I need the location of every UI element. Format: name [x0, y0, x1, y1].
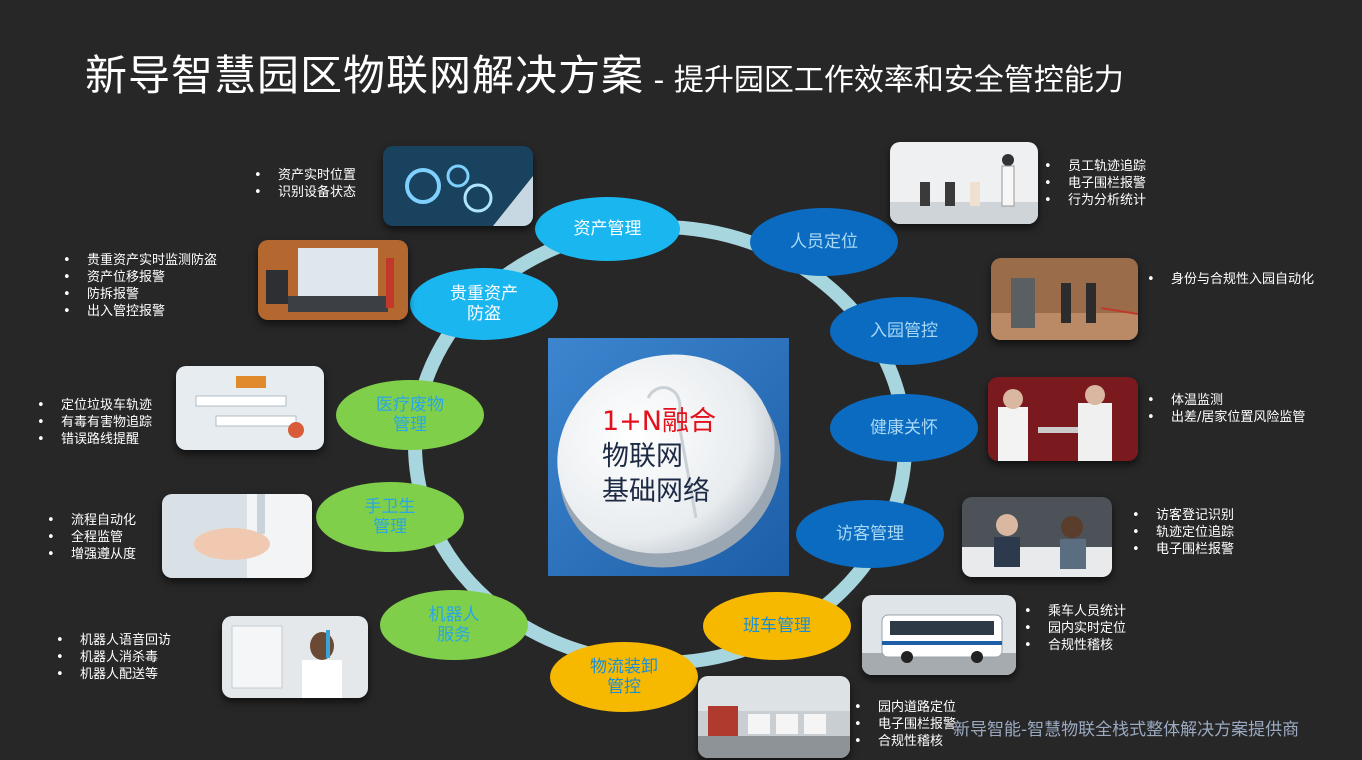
- list-item: 贵重资产实时监测防盗: [63, 252, 217, 269]
- entry-gate-photo: [991, 258, 1138, 340]
- node-personnel-location[interactable]: 人员定位: [750, 208, 898, 276]
- node-logistics-label-1: 物流装卸: [590, 657, 658, 677]
- title-main: 新导智慧园区物联网解决方案: [85, 51, 645, 100]
- valuable-bullets: 贵重资产实时监测防盗 资产位移报警 防拆报警 出入管控报警: [63, 252, 217, 320]
- list-item: 轨迹定位追踪: [1132, 524, 1234, 541]
- list-item: 身份与合规性入园自动化: [1147, 271, 1314, 288]
- list-item: 流程自动化: [47, 512, 136, 529]
- node-medical-waste[interactable]: 医疗废物管理: [336, 380, 484, 450]
- node-robot-service-label-1: 机器人: [428, 605, 480, 625]
- node-valuable-asset-antitheft[interactable]: 贵重资产防盗: [410, 268, 558, 340]
- list-item: 机器人语音回访: [56, 632, 171, 649]
- title-separator: -: [644, 63, 674, 98]
- health-bullets: 体温监测 出差/居家位置风险监管: [1147, 392, 1305, 426]
- medical-waste-photo: [176, 366, 324, 450]
- office-staff-photo: [890, 142, 1038, 224]
- node-health-care[interactable]: 健康关怀: [830, 394, 978, 462]
- list-item: 识别设备状态: [254, 184, 356, 201]
- lab-robot-photo: [222, 616, 368, 698]
- asset-bullets: 资产实时位置 识别设备状态: [254, 167, 356, 201]
- node-robot-service-label-2: 服务: [437, 625, 471, 645]
- center-line-1: 1+N融合: [602, 406, 716, 437]
- node-medical-waste-label-2: 管理: [393, 415, 427, 435]
- node-robot-service[interactable]: 机器人服务: [380, 590, 528, 660]
- node-visitor-management-label: 访客管理: [836, 524, 904, 544]
- list-item: 访客登记识别: [1132, 507, 1234, 524]
- node-valuable-asset-label-2: 防盗: [467, 304, 501, 324]
- temperature-check-photo: [988, 377, 1138, 461]
- center-text: 1+N融合 物联网 基础网络: [602, 404, 716, 509]
- list-item: 电子围栏报警: [1132, 541, 1234, 558]
- node-logistics-label-2: 管控: [607, 677, 641, 697]
- visitor-bullets: 访客登记识别 轨迹定位追踪 电子围栏报警: [1132, 507, 1234, 558]
- list-item: 合规性稽核: [1024, 637, 1126, 654]
- node-health-care-label: 健康关怀: [870, 418, 938, 438]
- list-item: 机器人消杀毒: [56, 649, 171, 666]
- center-line-3: 基础网络: [602, 476, 710, 507]
- list-item: 员工轨迹追踪: [1044, 158, 1146, 175]
- center-line-2: 物联网: [602, 441, 683, 472]
- list-item: 园内道路定位: [854, 699, 956, 716]
- list-item: 乘车人员统计: [1024, 603, 1126, 620]
- list-item: 出差/居家位置风险监管: [1147, 409, 1305, 426]
- node-asset-management-label: 资产管理: [573, 219, 642, 239]
- node-logistics-control[interactable]: 物流装卸管控: [550, 642, 698, 712]
- title-sub: 提升园区工作效率和安全管控能力: [673, 63, 1124, 98]
- list-item: 行为分析统计: [1044, 192, 1146, 209]
- list-item: 园内实时定位: [1024, 620, 1126, 637]
- list-item: 机器人配送等: [56, 666, 171, 683]
- node-shuttle-management[interactable]: 班车管理: [703, 592, 851, 660]
- node-personnel-location-label: 人员定位: [790, 232, 858, 252]
- node-visitor-management[interactable]: 访客管理: [796, 500, 944, 568]
- hand-washing-photo: [162, 494, 312, 578]
- asset-gears-photo: [383, 146, 533, 226]
- list-item: 防拆报警: [63, 286, 217, 303]
- list-item: 电子围栏报警: [1044, 175, 1146, 192]
- entry-bullets: 身份与合规性入园自动化: [1147, 271, 1314, 288]
- robot-bullets: 机器人语音回访 机器人消杀毒 机器人配送等: [56, 632, 171, 683]
- logistics-trucks-photo: [698, 676, 850, 758]
- list-item: 资产位移报警: [63, 269, 217, 286]
- list-item: 体温监测: [1147, 392, 1305, 409]
- slide-title: 新导智慧园区物联网解决方案 - 提升园区工作效率和安全管控能力: [85, 42, 1124, 103]
- list-item: 错误路线提醒: [37, 431, 152, 448]
- hand-bullets: 流程自动化 全程监管 增强遵从度: [47, 512, 136, 563]
- node-medical-waste-label-1: 医疗废物: [376, 395, 444, 415]
- center-core-image: 1+N融合 物联网 基础网络: [548, 338, 789, 576]
- shuttle-bus-photo: [862, 595, 1016, 675]
- node-hand-hygiene[interactable]: 手卫生管理: [316, 482, 464, 552]
- shuttle-bullets: 乘车人员统计 园内实时定位 合规性稽核: [1024, 603, 1126, 654]
- personnel-bullets: 员工轨迹追踪 电子围栏报警 行为分析统计: [1044, 158, 1146, 209]
- list-item: 出入管控报警: [63, 303, 217, 320]
- visitor-desk-photo: [962, 497, 1112, 577]
- node-valuable-asset-label-1: 贵重资产: [450, 284, 518, 304]
- list-item: 有毒有害物追踪: [37, 414, 152, 431]
- node-shuttle-management-label: 班车管理: [743, 616, 811, 636]
- node-asset-management[interactable]: 资产管理: [535, 197, 680, 261]
- list-item: 全程监管: [47, 529, 136, 546]
- logistics-bullets: 园内道路定位 电子围栏报警 合规性稽核: [854, 699, 956, 750]
- list-item: 电子围栏报警: [854, 716, 956, 733]
- laptop-tools-photo: [258, 240, 408, 320]
- medical-bullets: 定位垃圾车轨迹 有毒有害物追踪 错误路线提醒: [37, 397, 152, 448]
- footer-tagline: 新导智能-智慧物联全栈式整体解决方案提供商: [953, 720, 1300, 740]
- list-item: 资产实时位置: [254, 167, 356, 184]
- list-item: 定位垃圾车轨迹: [37, 397, 152, 414]
- node-entry-control[interactable]: 入园管控: [830, 297, 978, 365]
- device-disc-icon: [548, 338, 789, 576]
- node-hand-hygiene-label-1: 手卫生: [364, 497, 416, 517]
- node-entry-control-label: 入园管控: [870, 321, 938, 341]
- list-item: 增强遵从度: [47, 546, 136, 563]
- node-hand-hygiene-label-2: 管理: [373, 517, 407, 537]
- list-item: 合规性稽核: [854, 733, 956, 750]
